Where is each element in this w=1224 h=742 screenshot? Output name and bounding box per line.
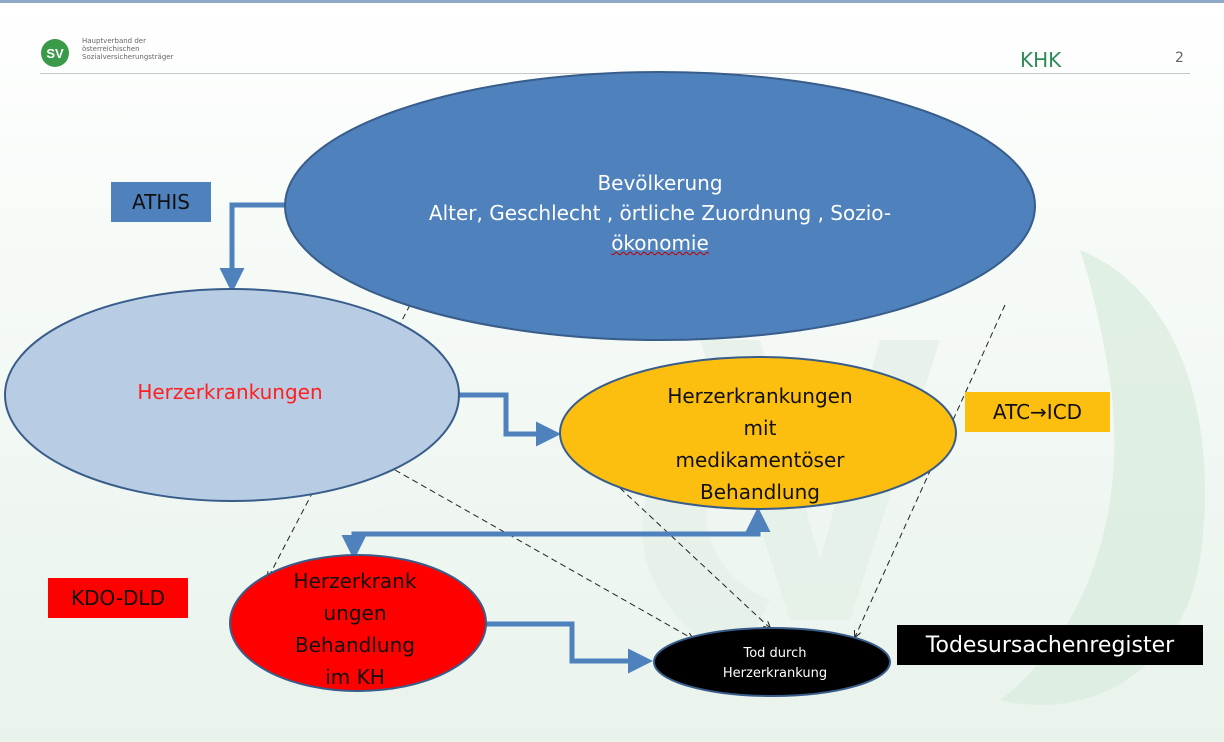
org-line-1: Hauptverband der <box>82 37 146 45</box>
source-tag-athis: ATHIS <box>111 182 211 222</box>
heart-disease-label: Herzerkrankungen <box>137 380 323 404</box>
population-line-3: ökonomie <box>611 231 709 255</box>
death-line-2: Herzerkrankung <box>722 666 828 681</box>
death-label: Tod durch Herzerkrankung <box>695 644 855 684</box>
population-label: Bevölkerung Alter, Geschlecht , örtliche… <box>360 168 960 258</box>
death-line-1: Tod durch <box>743 646 807 661</box>
heart-disease-ellipse <box>4 288 460 502</box>
source-tag-kdo-dld: KDO-DLD <box>48 578 188 618</box>
hospital-line-2: ungen <box>323 601 387 625</box>
population-line-1: Bevölkerung <box>597 171 723 195</box>
hospital-ellipse <box>229 554 487 692</box>
dash-heart-to-death <box>394 469 693 639</box>
slide-title: KHK <box>1020 48 1062 72</box>
slide-number: 2 <box>1175 50 1184 66</box>
population-ellipse <box>284 71 1036 341</box>
hospital-line-1: Herzerkrank <box>293 569 417 593</box>
arrow-population-to-heart <box>219 202 290 293</box>
solid-connectors <box>219 202 771 674</box>
medicated-line-2: mit <box>743 416 777 440</box>
death-ellipse <box>653 627 891 697</box>
medicated-line-4: Behandlung <box>700 480 820 504</box>
medicated-line-3: medikamentöser <box>675 448 845 472</box>
source-tag-death-register: Todesursachenregister <box>897 625 1203 665</box>
source-tag-atc-icd: ATC→ICD <box>965 392 1110 432</box>
logo-text: SV <box>46 46 64 61</box>
top-rule <box>0 0 1224 3</box>
medicated-line-1: Herzerkrankungen <box>667 384 853 408</box>
dash-medicated-to-death <box>619 487 770 628</box>
hospital-line-4: im KH <box>325 665 385 689</box>
arrow-hospital-to-death <box>486 621 653 674</box>
org-line-2: österreichischen <box>82 45 140 53</box>
org-line-3: Sozialversicherungsträger <box>82 53 174 61</box>
medicated-label: Herzerkrankungen mit medikamentöser Beha… <box>620 380 900 508</box>
arrow-medicated-hospital-bidirectional <box>341 512 761 560</box>
population-line-2: Alter, Geschlecht , örtliche Zuordnung ,… <box>428 201 892 225</box>
arrow-heart-to-medicated <box>458 392 561 447</box>
sv-logo: SV <box>40 38 70 68</box>
hospital-line-3: Behandlung <box>295 633 415 657</box>
medicated-ellipse <box>559 356 957 510</box>
hospital-label: Herzerkrank ungen Behandlung im KH <box>250 565 460 693</box>
